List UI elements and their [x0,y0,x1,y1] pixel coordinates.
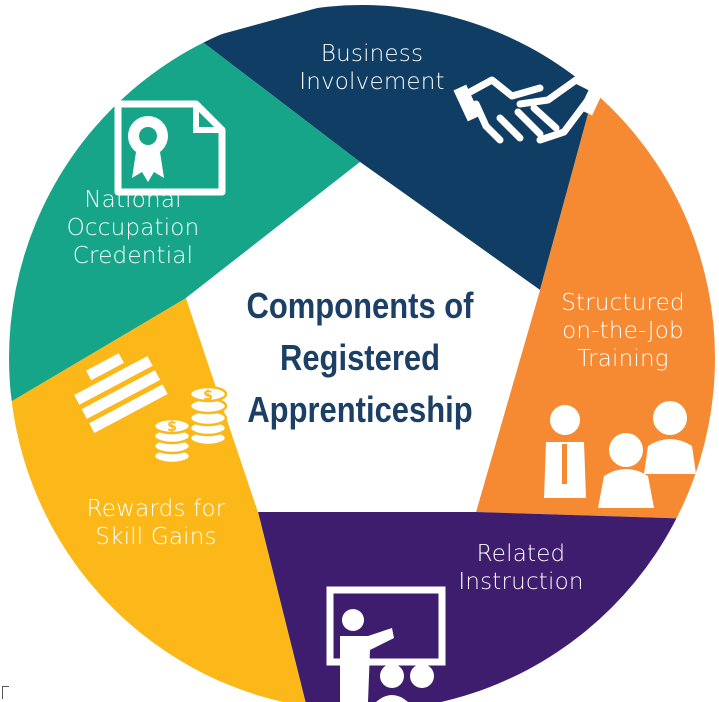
svg-text:$: $ [203,388,213,404]
label-line: National [84,187,182,213]
people-group-icon [544,401,696,508]
center-pentagon [186,162,540,512]
corner-crop-mark [2,686,9,699]
certificate-icon [114,100,226,196]
label-line: Involvement [299,69,445,95]
title-line: Registered [279,337,441,378]
label-national-credential: National Occupation Credential [58,186,208,270]
label-line: Credential [72,243,194,269]
money-coins-icon: $ $ [70,349,228,465]
handshake-icon [453,76,607,144]
label-line: Occupation [66,215,200,241]
label-structured-ojt: Structured on-the-Job Training [548,289,698,373]
label-line: on-the-Job [562,318,684,344]
title-line: Components of [246,285,474,326]
label-line: Training [577,346,669,372]
label-line: Instruction [458,569,584,595]
label-line: Business [320,41,424,67]
svg-text:$: $ [167,419,177,435]
label-line: Skill Gains [95,524,217,550]
label-related-instruction: Related Instruction [446,540,596,596]
label-line: Related [476,541,566,567]
title-line: Apprenticeship [247,389,473,430]
diagram-title: Components of Registered Apprenticeship [231,280,489,436]
label-line: Structured [561,290,685,316]
teacher-board-icon [326,586,446,702]
label-business-involvement: Business Involvement [292,40,452,96]
label-rewards-skill-gains: Rewards for Skill Gains [72,495,240,551]
label-line: Rewards for [86,496,226,522]
